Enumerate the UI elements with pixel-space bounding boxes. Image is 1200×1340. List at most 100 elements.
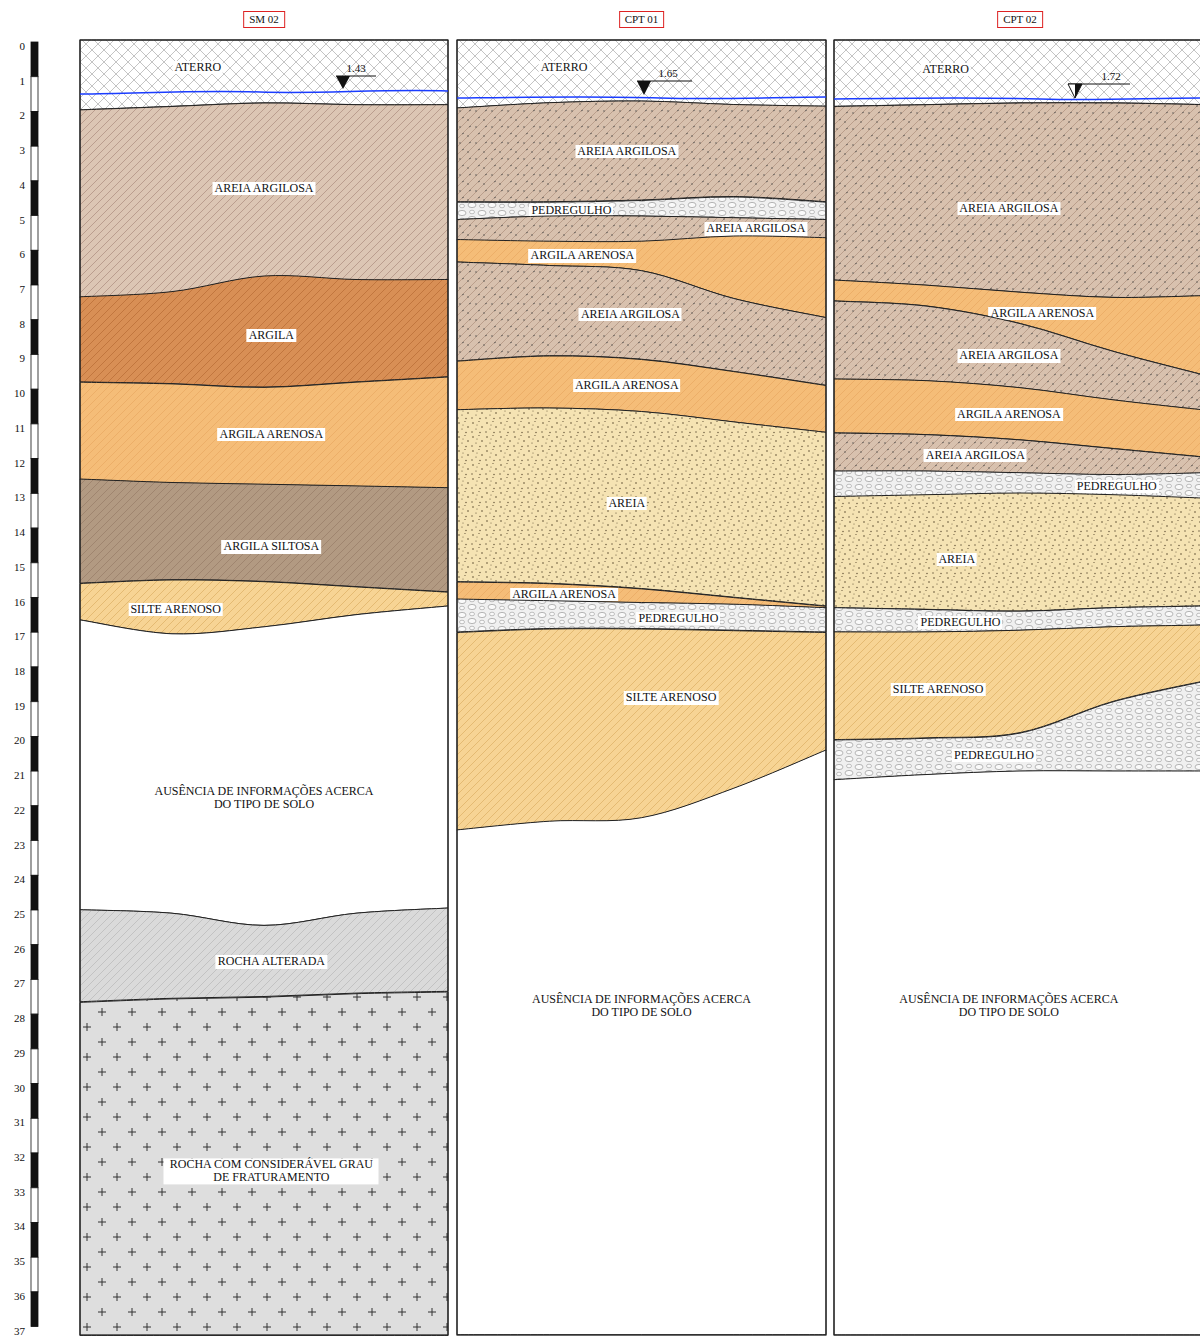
soil-column: SM 02ATERROAREIA ARGILOSAARGILAARGILA AR… bbox=[80, 40, 448, 1335]
depth-number-box: 0 bbox=[0, 36, 25, 54]
depth-number-box: 33 bbox=[0, 1182, 25, 1200]
depth-number-box: 22 bbox=[0, 800, 25, 818]
layer-label: ARGILA ARENOSA bbox=[955, 408, 1063, 421]
depth-number: 3 bbox=[20, 144, 26, 156]
layer-label-box: ARGILA bbox=[247, 325, 296, 343]
layer-label: ARGILA ARENOSA bbox=[529, 249, 637, 262]
depth-number: 25 bbox=[14, 908, 25, 920]
water-level-box: 1.72 bbox=[1101, 66, 1120, 84]
depth-number: 7 bbox=[20, 283, 26, 295]
scale-segment bbox=[31, 771, 38, 806]
layer-label-box: AREIA bbox=[936, 549, 977, 567]
water-level-value: 1.72 bbox=[1101, 70, 1120, 82]
scale-segment bbox=[31, 389, 38, 424]
depth-number-box: 34 bbox=[0, 1216, 25, 1234]
layer-label-box: ROCHA ALTERADA bbox=[216, 951, 327, 969]
scale-segment bbox=[31, 77, 38, 112]
depth-number: 19 bbox=[14, 700, 25, 712]
depth-number-box: 13 bbox=[0, 487, 25, 505]
scale-segment bbox=[31, 910, 38, 945]
layer-shape bbox=[80, 604, 448, 927]
layer-label: AREIA ARGILOSA bbox=[957, 349, 1060, 362]
layer-label-box: SILTE ARENOSO bbox=[891, 679, 986, 697]
layer-label: ARGILA ARENOSA bbox=[510, 588, 618, 601]
layer-outline bbox=[834, 40, 1200, 106]
layer-label-box: ARGILA ARENOSA bbox=[218, 424, 326, 442]
layer-outline bbox=[80, 40, 448, 110]
layer-label: ARGILA ARENOSA bbox=[988, 307, 1096, 320]
scale-segment bbox=[31, 250, 38, 285]
depth-number-box: 27 bbox=[0, 973, 25, 991]
depth-number-box: 16 bbox=[0, 592, 25, 610]
depth-number-box: 10 bbox=[0, 383, 25, 401]
layer-shape bbox=[80, 477, 448, 594]
depth-number: 22 bbox=[14, 804, 25, 816]
scale-segment bbox=[31, 355, 38, 390]
layer-shape bbox=[834, 101, 1200, 299]
depth-number-box: 21 bbox=[0, 765, 25, 783]
depth-number: 6 bbox=[20, 248, 26, 260]
layer-shape bbox=[834, 679, 1200, 782]
column-outline bbox=[457, 40, 826, 1335]
scale-segment bbox=[31, 111, 38, 146]
layer-label-box: ARGILA ARENOSA bbox=[988, 303, 1096, 321]
depth-number: 5 bbox=[20, 214, 26, 226]
layer-outline bbox=[834, 681, 1200, 780]
layer-label: PEDREGULHO bbox=[636, 612, 720, 625]
water-mark bbox=[336, 76, 350, 89]
layer-label-box: PEDREGULHO bbox=[918, 612, 1002, 630]
layer-label-box: ATERRO bbox=[172, 57, 223, 75]
depth-number-box: 5 bbox=[0, 210, 25, 228]
borehole-header: CPT 02 bbox=[997, 9, 1043, 28]
layer-shape bbox=[80, 38, 448, 112]
layer-label-box: ARGILA ARENOSA bbox=[529, 245, 637, 263]
borehole-label: CPT 02 bbox=[997, 11, 1043, 28]
scale-segment bbox=[31, 1257, 38, 1292]
depth-number: 23 bbox=[14, 839, 25, 851]
layer-outline bbox=[80, 606, 448, 925]
scale-segment bbox=[31, 667, 38, 702]
depth-number: 33 bbox=[14, 1186, 25, 1198]
layer-label-box: AREIA bbox=[606, 493, 647, 511]
layer-label-box: ATERRO bbox=[539, 57, 590, 75]
layer-label: AREIA ARGILOSA bbox=[579, 308, 682, 321]
scale-segment bbox=[31, 424, 38, 459]
scale-segment bbox=[31, 285, 38, 320]
borehole-header: CPT 01 bbox=[619, 9, 665, 28]
layer-label: AREIA bbox=[606, 497, 647, 510]
layer-label-box: ARGILA ARENOSA bbox=[573, 375, 681, 393]
soil-layer: ARGILA ARENOSA bbox=[80, 375, 448, 490]
scale-segment bbox=[31, 1084, 38, 1119]
depth-number-box: 29 bbox=[0, 1043, 25, 1061]
soil-layer: AREIA ARGILOSA bbox=[834, 101, 1200, 299]
layer-outline bbox=[80, 276, 448, 388]
layer-label-box: AUSÊNCIA DE INFORMAÇÕES ACERCA DO TIPO D… bbox=[527, 994, 757, 1021]
layer-outline bbox=[457, 101, 826, 202]
layer-shape bbox=[457, 748, 826, 1337]
depth-number-box: 35 bbox=[0, 1251, 25, 1269]
layer-label-box: SILTE ARENOSO bbox=[624, 687, 719, 705]
layer-label-box: SILTE ARENOSO bbox=[128, 599, 223, 617]
layer-outline bbox=[834, 103, 1200, 298]
soil-layer: ARGILA SILTOSA bbox=[80, 477, 448, 594]
depth-number: 31 bbox=[14, 1116, 25, 1128]
soil-layer: PEDREGULHO bbox=[834, 679, 1200, 782]
soil-layer: ROCHA COM CONSIDERÁVEL GRAU DE FRATURAME… bbox=[80, 990, 448, 1337]
water-line bbox=[457, 97, 826, 99]
depth-number-box: 36 bbox=[0, 1286, 25, 1304]
water-mark bbox=[1075, 84, 1082, 98]
scale-segment bbox=[31, 702, 38, 737]
depth-number-box: 7 bbox=[0, 279, 25, 297]
scale-segment bbox=[31, 528, 38, 563]
depth-number-box: 9 bbox=[0, 348, 25, 366]
layer-label-box: PEDREGULHO bbox=[952, 745, 1036, 763]
layer-label: AUSÊNCIA DE INFORMAÇÕES ACERCA DO TIPO D… bbox=[149, 785, 379, 811]
layer-label: AREIA ARGILOSA bbox=[924, 449, 1027, 462]
scale-segment bbox=[31, 632, 38, 667]
layer-label-box: ATERRO bbox=[920, 59, 971, 77]
scale-segment bbox=[31, 1223, 38, 1258]
depth-number-box: 37 bbox=[0, 1321, 25, 1339]
layer-shape bbox=[834, 491, 1200, 613]
layer-outline bbox=[80, 479, 448, 592]
layer-outline bbox=[457, 750, 826, 1335]
